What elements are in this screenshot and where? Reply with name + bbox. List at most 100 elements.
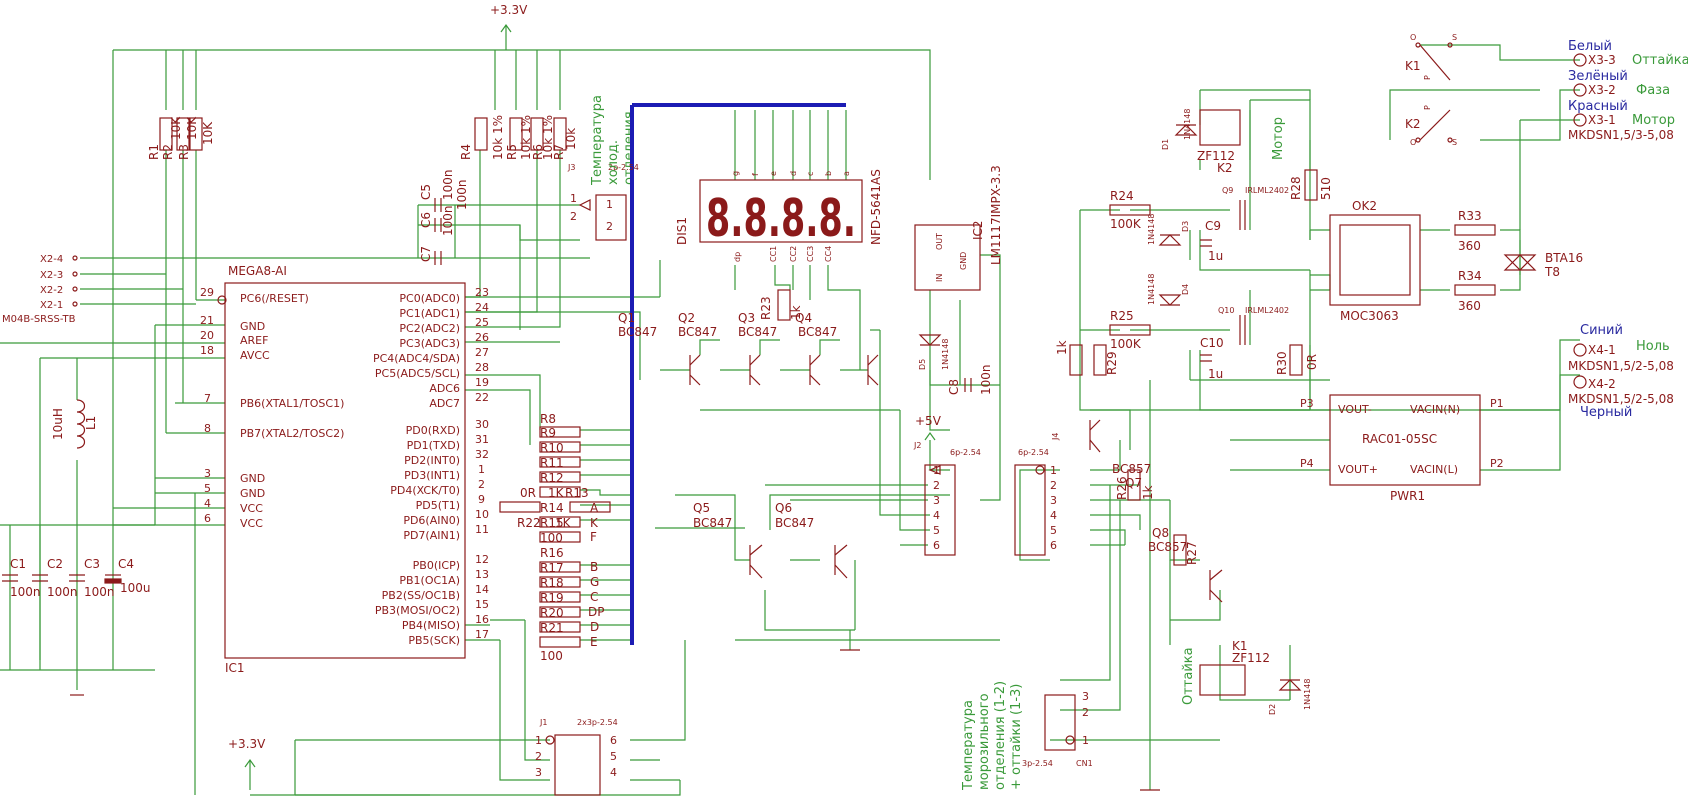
x3-terminal: Белый X3-3 Оттайка Зелёный X3-2 Фаза Кра… [1568,39,1688,142]
mcu-pin-name: PD6(AIN0) [403,514,460,527]
x3-pin: X3-2 [1588,83,1616,97]
seg-pin: f [751,173,760,176]
mcu-pin-name: VCC [240,517,263,530]
mcu-pin-num: 16 [475,613,489,626]
relay-label: Мотор [1271,117,1286,160]
j3-pin: 2 [606,220,613,233]
cn1-label: отделения (1-2) [993,681,1008,790]
psu-pin: P2 [1490,457,1504,470]
j3-part: 2p-2.54 [608,163,639,172]
mcu-pin-name: AVCC [240,349,270,362]
mcu-pin-num: 20 [200,329,214,342]
j2-pin: 1 [933,464,940,477]
res-val: 100K [1110,217,1142,231]
sw-o: O [1410,33,1416,42]
j4-pin: 3 [1050,494,1057,507]
mcu-pin-num: 11 [475,523,489,536]
res-ref: R14 [540,501,564,515]
cap-val: 100n [441,205,455,236]
res-ref: R8 [540,412,556,426]
mcu-pin-name: GND [240,472,265,485]
j3-ref: J3 [567,163,575,172]
res-ref: R12 [540,471,564,485]
relay-k1: K1 ZF112 Оттайка D2 1N4148 [1181,639,1312,715]
mcu-pin-name: PD1(TXD) [407,439,460,452]
power-arrows [244,23,936,768]
res-ref: R3 [177,144,191,160]
pullup-labels: R1 R2 R3 10K 10K 10K [147,116,215,160]
segment-bus [630,103,846,645]
x4-func: Ноль [1636,339,1670,354]
j2-ref: J2 [913,441,921,450]
seg-pin: b [824,171,833,176]
mcu-pin-num: 28 [475,361,489,374]
mcu-pin-num: 27 [475,346,489,359]
res-ref: R26 [1115,476,1129,500]
wire-color: Синий [1580,323,1623,338]
res-ref: R9 [540,426,556,440]
x2-pin-label: X2-3 [40,270,63,281]
j4-ref: J4 [1051,433,1060,441]
cap-ref: C9 [1205,219,1221,233]
mosfet-labels: Q9 IRLML2402 Q10 IRLML2402 D3 1N4148 D4 … [1147,186,1289,381]
net-letter: F [590,530,597,544]
mcu-pin-name: PC2(ADC2) [399,322,460,335]
cap-val: 100n [84,585,115,599]
j4-pin: 2 [1050,479,1057,492]
mcu-pin-num: 30 [475,418,489,431]
mcu-pin-num: 14 [475,583,489,596]
j3-pin: 1 [570,192,577,205]
res-val: 100 [540,649,563,663]
x3-func: Фаза [1636,83,1670,98]
caps-left: C1 100n C2 100n C3 100n C4 100u [10,557,151,599]
res-val: 1k [1141,485,1155,500]
j3-pin: 2 [570,210,577,223]
net-letter: E [590,635,598,649]
cap-val: 100n [10,585,41,599]
mcu-pin-name: PC3(ADC3) [399,337,460,350]
res-ref: R7 [552,144,566,160]
r23-ref: R23 [759,296,773,320]
q-val: BC857 [1148,540,1187,554]
mcu-pin-name: PC5(ADC5/SCL) [375,367,460,380]
res-ref: R16 [540,546,564,560]
res-ref: R33 [1458,209,1482,223]
mcu-pin-num: 21 [200,314,214,327]
j3-label-wrap: Температура холод. отделения [590,95,630,185]
diode-part: 1N4148 [1147,214,1156,245]
j1-pin: 4 [610,766,617,779]
sw-o: O [1410,138,1416,147]
mcu-pin-name: PD5(T1) [416,499,460,512]
sw-s: S [1452,33,1457,42]
mosfet-part: IRLML2402 [1245,186,1289,195]
wire-color: Черный [1580,405,1632,420]
seg-pin: d [789,171,798,176]
mcu-pin-num: 32 [475,448,489,461]
cn1-label: Температура [961,700,976,791]
pwr-5v-label: +5V [915,414,942,428]
cn1-label: + оттайки (1-3) [1009,684,1024,790]
mcu-pin-num: 5 [204,482,211,495]
res-ref: R17 [540,561,564,575]
transistor-labels: Q1 BC847 Q2 BC847 Q3 BC847 Q4 BC847 Q5 B… [618,311,1187,554]
j4-connector: J4 6p-2.54 1 2 3 4 5 6 [1018,433,1060,552]
diode-part: 1N4148 [1183,109,1192,140]
mosfet-ref: Q10 [1218,306,1234,315]
d5-ref: D5 [918,359,927,370]
j2-part: 6p-2.54 [950,448,981,457]
q-val: BC847 [775,516,814,530]
mcu-pin-name: PB7(XTAL2/TOSC2) [240,427,344,440]
net-letter: A [590,501,599,515]
res-val: 1k [1055,340,1069,355]
x3-pin: X3-3 [1588,53,1616,67]
display-ref: DIS1 [675,217,689,245]
caps-mid-labels: C5 C6 C7 100n 100n 100n [419,169,469,262]
mcu-pin-name: ADC7 [429,397,460,410]
res-val: 10k 1% [491,115,505,160]
res-ref: R15 [540,516,564,530]
cap-val: 100n [47,585,78,599]
q-val: BC847 [618,325,657,339]
wire-color: Зелёный [1568,69,1628,84]
diode-ref: D1 [1161,139,1170,150]
res-val: 10K [185,116,199,140]
